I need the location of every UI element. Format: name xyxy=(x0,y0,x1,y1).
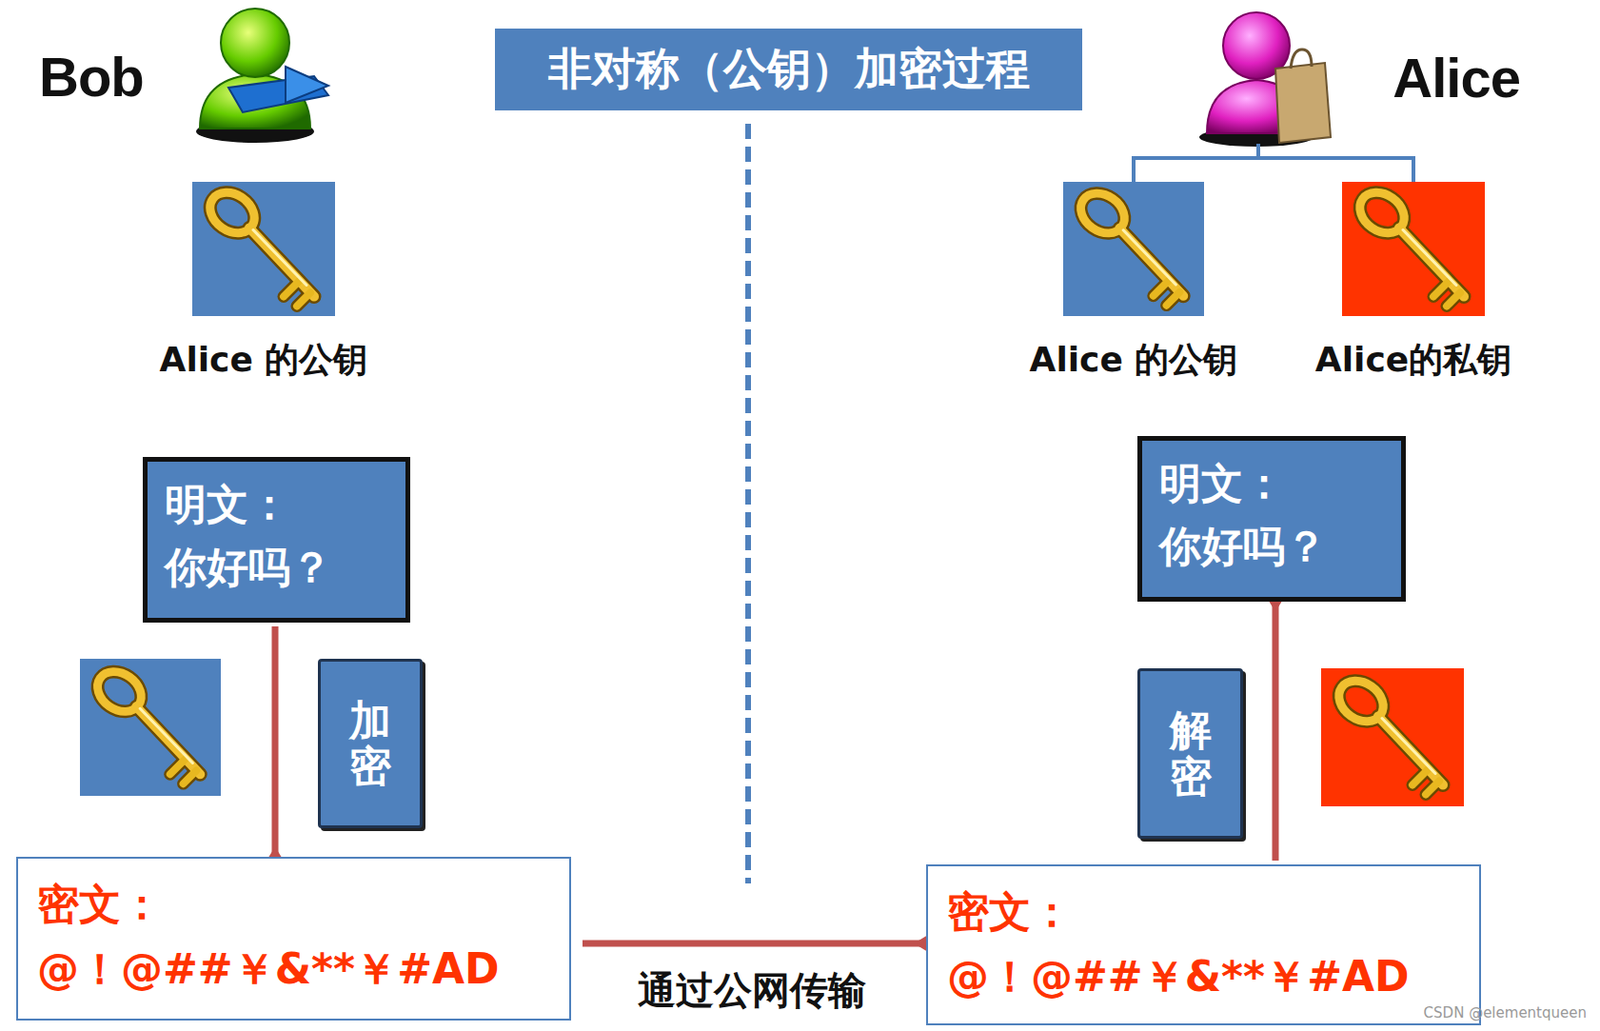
title-band: 非对称（公钥）加密过程 xyxy=(494,28,1083,111)
key-square xyxy=(1342,181,1485,317)
connector-line xyxy=(1258,143,1414,182)
node-text: 你好吗？ xyxy=(164,535,333,599)
key-icon xyxy=(1072,185,1184,306)
connector-line xyxy=(1272,605,1280,861)
key-square xyxy=(1063,181,1205,317)
person-node: Bob xyxy=(39,9,342,143)
bob-icon xyxy=(196,8,329,143)
divider xyxy=(745,123,751,884)
node-text: @！@##￥&**￥#AD xyxy=(37,936,500,1002)
connector xyxy=(1258,143,1414,182)
node-text: Alice 的公钥 xyxy=(1027,336,1241,384)
node-text: Alice xyxy=(1392,45,1521,110)
connector xyxy=(1133,143,1259,182)
connector xyxy=(582,929,942,956)
connector-line xyxy=(1133,143,1259,182)
title-text: 非对称（公钥）加密过程 xyxy=(548,39,1030,99)
key-node: Alice的私钥 xyxy=(1313,181,1514,384)
node-text: 加密 xyxy=(349,697,392,791)
connector-line xyxy=(582,940,921,948)
node-text: 密文： xyxy=(947,879,1073,945)
key-icon xyxy=(202,184,315,307)
node-text: 你好吗？ xyxy=(1159,514,1327,578)
action-box: 解密 xyxy=(1137,668,1244,839)
node-text: Alice 的公钥 xyxy=(158,336,371,384)
key-square xyxy=(79,658,221,796)
key-icon xyxy=(1352,184,1464,307)
key-node: Alice 的公钥 xyxy=(1025,181,1243,384)
connector xyxy=(1262,584,1288,861)
watermark: CSDN @elementqueen xyxy=(1423,1004,1587,1022)
connector-line xyxy=(272,626,279,853)
key-icon xyxy=(89,663,200,784)
person-node: Alice xyxy=(1199,10,1521,144)
key-node: Alice 的公钥 xyxy=(155,181,373,384)
node-text: 明文： xyxy=(1159,452,1285,515)
node-text: Alice的私钥 xyxy=(1313,336,1514,384)
node-text: 密文： xyxy=(37,871,163,937)
key-icon xyxy=(1331,672,1443,795)
edge-label: 通过公网传输 xyxy=(633,964,870,1017)
alice-icon xyxy=(1199,12,1331,147)
node-text: @！@##￥&**￥#AD xyxy=(947,944,1410,1009)
node-text: Bob xyxy=(39,44,144,109)
ciphertext-box: 密文：@！@##￥&**￥#AD xyxy=(16,856,572,1021)
key-square xyxy=(192,181,336,317)
node-text: 明文： xyxy=(164,473,291,536)
key-square xyxy=(1321,668,1464,807)
action-box: 加密 xyxy=(317,658,423,829)
plaintext-box: 明文：你好吗？ xyxy=(142,456,411,623)
ciphertext-box: 密文：@！@##￥&**￥#AD xyxy=(926,864,1482,1026)
connector xyxy=(261,626,288,874)
plaintext-box: 明文：你好吗？ xyxy=(1137,435,1406,602)
node-text: 解密 xyxy=(1169,707,1212,800)
